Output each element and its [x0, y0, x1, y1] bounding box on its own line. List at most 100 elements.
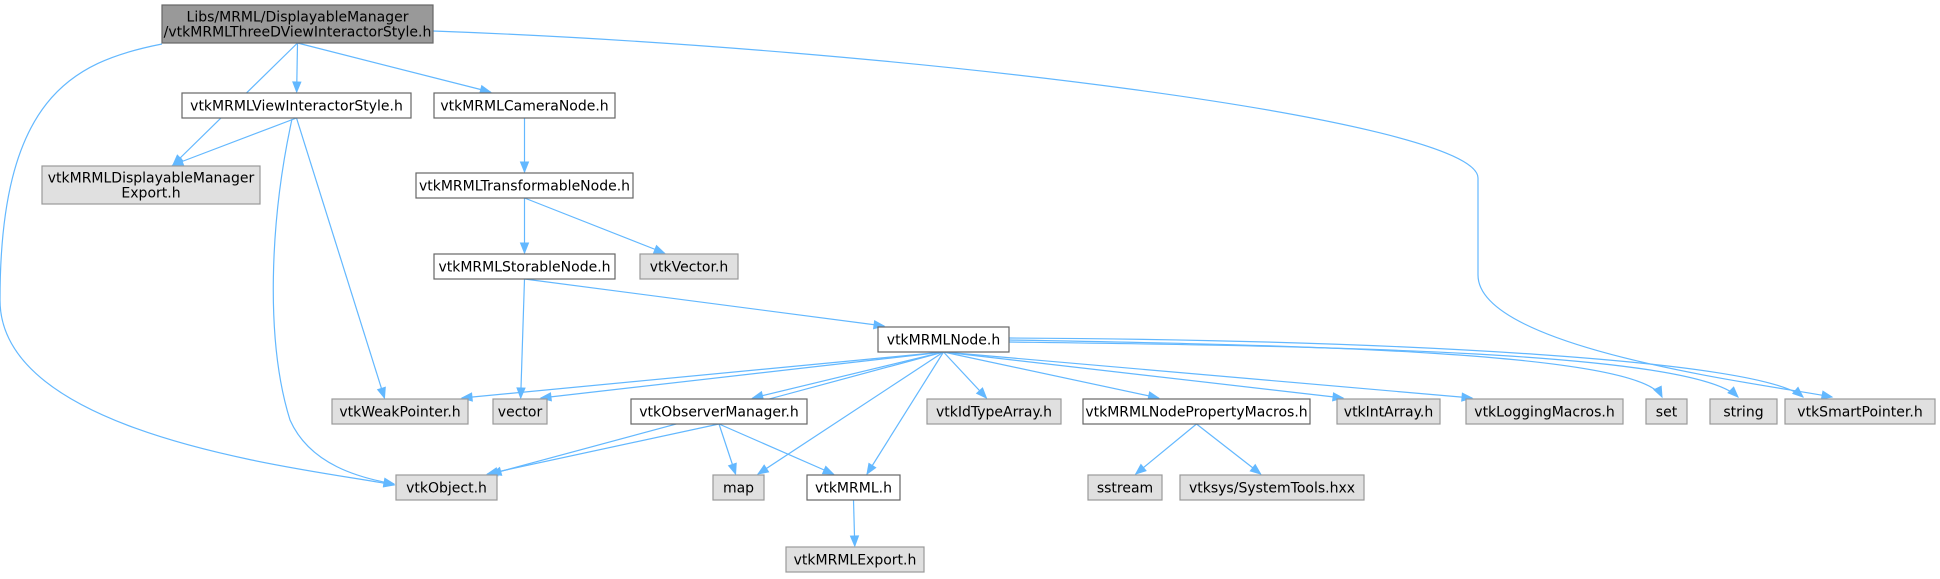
node-box — [181, 92, 412, 119]
edge-line — [1196, 423, 1262, 475]
node-vector[interactable]: vector — [492, 398, 548, 425]
node-label: vtkSmartPointer.h — [1797, 405, 1922, 421]
edge-line — [524, 278, 885, 327]
edge-arrowhead — [821, 465, 835, 475]
node-label: Libs/MRML/DisplayableManager — [187, 10, 409, 26]
edge-line — [943, 351, 1159, 399]
edge-view_interactor_style-to-vtk_object — [272, 118, 396, 487]
edge-arrowhead — [1791, 386, 1805, 398]
node-label: vtkIdTypeArray.h — [936, 405, 1052, 421]
edge-node_property_macros-to-system_tools — [1196, 423, 1262, 475]
edge-arrowhead — [1134, 463, 1147, 475]
node-id-type-array[interactable]: vtkIdTypeArray.h — [926, 398, 1062, 425]
node-weak-pointer[interactable]: vtkWeakPointer.h — [331, 398, 469, 425]
edge-mrml_node-to-weak_pointer — [460, 351, 944, 402]
node-label: sstream — [1097, 481, 1153, 497]
edge-observer_manager-to-vtk_object — [486, 423, 720, 477]
node-system-tools[interactable]: vtksys/SystemTools.hxx — [1179, 474, 1365, 501]
edge-arrowhead — [849, 535, 860, 548]
node-box — [433, 253, 616, 280]
node-box — [1179, 474, 1365, 501]
edge-arrowhead — [519, 242, 530, 255]
node-transformable-node[interactable]: vtkMRMLTransformableNode.h — [415, 172, 634, 199]
node-camera-node[interactable]: vtkMRMLCameraNode.h — [433, 92, 616, 119]
edge-view_interactor_style-to-weak_pointer — [295, 117, 386, 400]
node-vtk-mrml[interactable]: vtkMRML.h — [806, 474, 901, 501]
edge-root-to-camera_node — [297, 42, 492, 95]
node-vtk-vector[interactable]: vtkVector.h — [639, 253, 739, 280]
node-string[interactable]: string — [1709, 398, 1778, 425]
edge-line — [1008, 339, 1663, 398]
node-label: vtkMRMLCameraNode.h — [440, 99, 608, 115]
node-label: vtkObserverManager.h — [639, 405, 799, 421]
node-label: vtkMRML.h — [815, 481, 892, 497]
node-mrml-export[interactable]: vtkMRMLExport.h — [785, 546, 925, 573]
node-view-interactor-style[interactable]: vtkMRMLViewInteractorStyle.h — [181, 92, 412, 119]
node-box — [630, 398, 808, 425]
node-box — [1465, 398, 1624, 425]
node-box — [712, 474, 765, 501]
edge-observer_manager-to-map — [718, 423, 737, 476]
node-box — [1645, 398, 1688, 425]
node-logging-macros[interactable]: vtkLoggingMacros.h — [1465, 398, 1624, 425]
edge-line — [866, 351, 945, 475]
edge-node_property_macros-to-sstream — [1134, 423, 1197, 475]
edge-arrowhead — [1653, 385, 1663, 399]
node-label: vtksys/SystemTools.hxx — [1189, 481, 1355, 497]
edge-line — [943, 351, 1344, 399]
edge-line — [0, 43, 395, 486]
node-sstream[interactable]: sstream — [1087, 474, 1163, 501]
node-label: vtkMRMLDisplayableManager — [48, 171, 255, 187]
node-map[interactable]: map — [712, 474, 765, 501]
node-label: vtkMRMLTransformableNode.h — [419, 179, 630, 195]
edge-line — [718, 423, 834, 475]
edge-mrml_node-to-smart_pointer — [1008, 337, 1805, 398]
node-box — [415, 172, 634, 199]
edge-arrowhead — [652, 244, 666, 254]
node-label: vtkLoggingMacros.h — [1474, 405, 1614, 421]
node-box — [395, 474, 498, 501]
nodes-layer: Libs/MRML/DisplayableManager/vtkMRMLThre… — [41, 4, 1936, 573]
node-box — [331, 398, 469, 425]
edge-arrowhead — [382, 477, 396, 487]
edge-mrml_node-to-map — [756, 351, 944, 475]
edge-view_interactor_style-to-displayable_export — [171, 117, 297, 166]
node-box — [785, 546, 925, 573]
edge-line — [1008, 337, 1804, 398]
node-label: vtkWeakPointer.h — [339, 405, 460, 421]
edge-arrowhead — [727, 462, 737, 476]
edge-arrowhead — [975, 387, 988, 399]
node-vtk-object[interactable]: vtkObject.h — [395, 474, 498, 501]
edge-arrowhead — [479, 84, 492, 95]
edge-root-to-smart_pointer — [432, 30, 1834, 400]
node-storable-node[interactable]: vtkMRMLStorableNode.h — [433, 253, 616, 280]
node-node-property-macros[interactable]: vtkMRMLNodePropertyMacros.h — [1082, 398, 1311, 425]
node-mrml-node[interactable]: vtkMRMLNode.h — [877, 326, 1010, 353]
edge-line — [272, 118, 395, 485]
node-box — [1087, 474, 1163, 501]
node-label: vtkObject.h — [406, 481, 487, 497]
node-label: vtkVector.h — [650, 260, 729, 276]
node-smart-pointer[interactable]: vtkSmartPointer.h — [1784, 398, 1936, 425]
edge-line — [172, 117, 297, 166]
edge-line — [1008, 341, 1739, 398]
edge-mrml_node-to-set — [1008, 339, 1663, 399]
edge-line — [295, 117, 386, 399]
node-label: vtkMRMLStorableNode.h — [438, 260, 610, 276]
node-set[interactable]: set — [1645, 398, 1688, 425]
node-observer-manager[interactable]: vtkObserverManager.h — [630, 398, 808, 425]
edge-arrowhead — [1727, 386, 1739, 398]
edge-observer_manager-to-vtk_mrml — [718, 423, 835, 475]
edge-arrowhead — [1820, 390, 1834, 400]
node-root[interactable]: Libs/MRML/DisplayableManager/vtkMRMLThre… — [161, 4, 434, 44]
node-int-array[interactable]: vtkIntArray.h — [1336, 398, 1441, 425]
edge-camera_node-to-transformable_node — [519, 118, 530, 174]
edge-vtk_mrml-to-mrml_export — [849, 499, 860, 548]
node-label: vtkMRMLExport.h — [794, 553, 917, 569]
edge-arrowhead — [866, 462, 877, 476]
edge-mrml_node-to-id_type_array — [943, 351, 988, 399]
node-box — [492, 398, 548, 425]
edge-line — [520, 278, 526, 399]
